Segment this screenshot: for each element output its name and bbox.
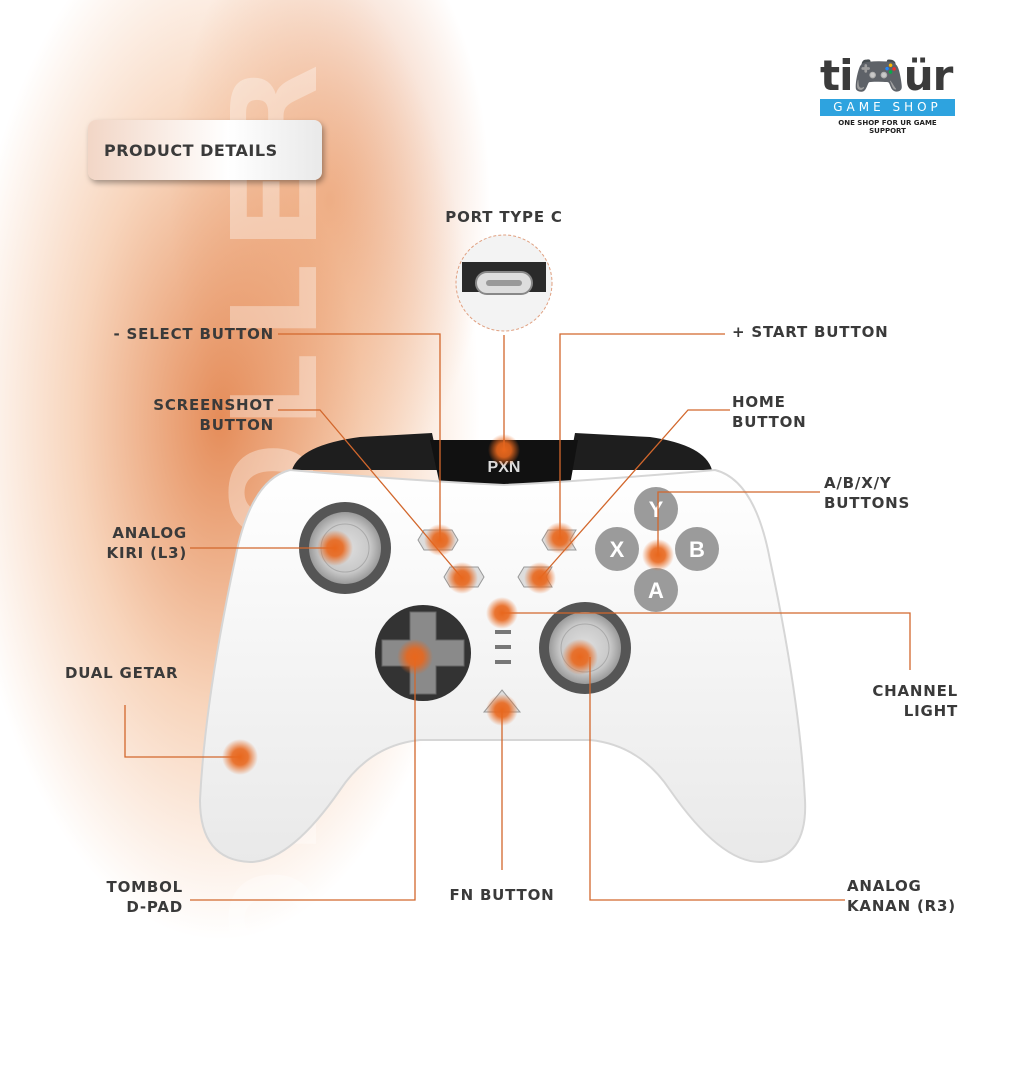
hotspot-r3 [562,639,598,675]
label-analog-kanan: ANALOG KANAN (R3) [847,876,956,916]
label-line: KIRI (L3) [106,544,187,562]
label-channel-light: CHANNEL LIGHT [872,681,958,721]
hotspot-abxy [642,539,674,571]
gamepad-logo-icon: 🎮 [852,51,904,100]
right-bumper [568,433,712,470]
label-line: D-PAD [126,898,183,916]
hotspot-dpad [397,639,433,675]
label-line: KANAN (R3) [847,897,956,915]
label-line: ANALOG [112,524,187,542]
label-line: BUTTON [732,413,807,431]
hotspot-select [424,524,456,556]
hotspot-dual-getar [222,739,258,775]
hotspot-home [524,562,556,594]
hotspot-screenshot [446,562,478,594]
hotspot-port [488,434,520,466]
label-line: SCREENSHOT [153,396,274,414]
hotspots [222,434,674,775]
label-home: HOME BUTTON [732,392,807,432]
y-button [634,487,678,531]
label-dual-getar: DUAL GETAR [65,664,179,682]
controller-diagram: PXN Y X B A [124,234,911,901]
label-line: LIGHT [903,702,958,720]
label-start: + START BUTTON [732,323,889,341]
x-button [595,527,639,571]
label-fn: FN BUTTON [449,886,555,904]
logo-sub: GAME SHOP [820,99,955,116]
label-abxy: A/B/X/Y BUTTONS [824,473,910,513]
a-label: A [648,578,664,603]
label-screenshot: SCREENSHOT BUTTON [153,395,274,435]
logo-tagline: ONE SHOP FOR UR GAME SUPPORT [838,119,937,135]
timur-game-shop-logo: ti🎮ür GAME SHOP ONE SHOP FOR UR GAME SUP… [820,55,955,135]
label-dpad: TOMBOL D-PAD [107,877,183,917]
hotspot-l3 [317,530,353,566]
b-label: B [689,537,705,562]
a-button [634,568,678,612]
label-line: A/B/X/Y [824,474,892,492]
b-button [675,527,719,571]
hotspot-start [544,522,576,554]
product-details-badge: PRODUCT DETAILS [88,120,322,180]
hotspot-fn [486,694,518,726]
label-analog-kiri: ANALOG KIRI (L3) [107,523,187,563]
label-port-type-c: PORT TYPE C [445,208,563,226]
label-select: - SELECT BUTTON [113,325,274,343]
label-line: ANALOG [847,877,922,895]
label-line: BUTTONS [824,494,911,512]
leader-lines [124,333,911,901]
logo-ur: ür [903,51,954,100]
label-line: CHANNEL [872,682,958,700]
x-label: X [610,537,625,562]
label-line: TOMBOL [106,878,183,896]
y-label: Y [649,497,664,522]
hotspot-channel [486,597,518,629]
left-bumper [292,433,440,470]
label-line: HOME [732,393,786,411]
logo-ti: ti [820,51,853,100]
label-line: BUTTON [199,416,274,434]
